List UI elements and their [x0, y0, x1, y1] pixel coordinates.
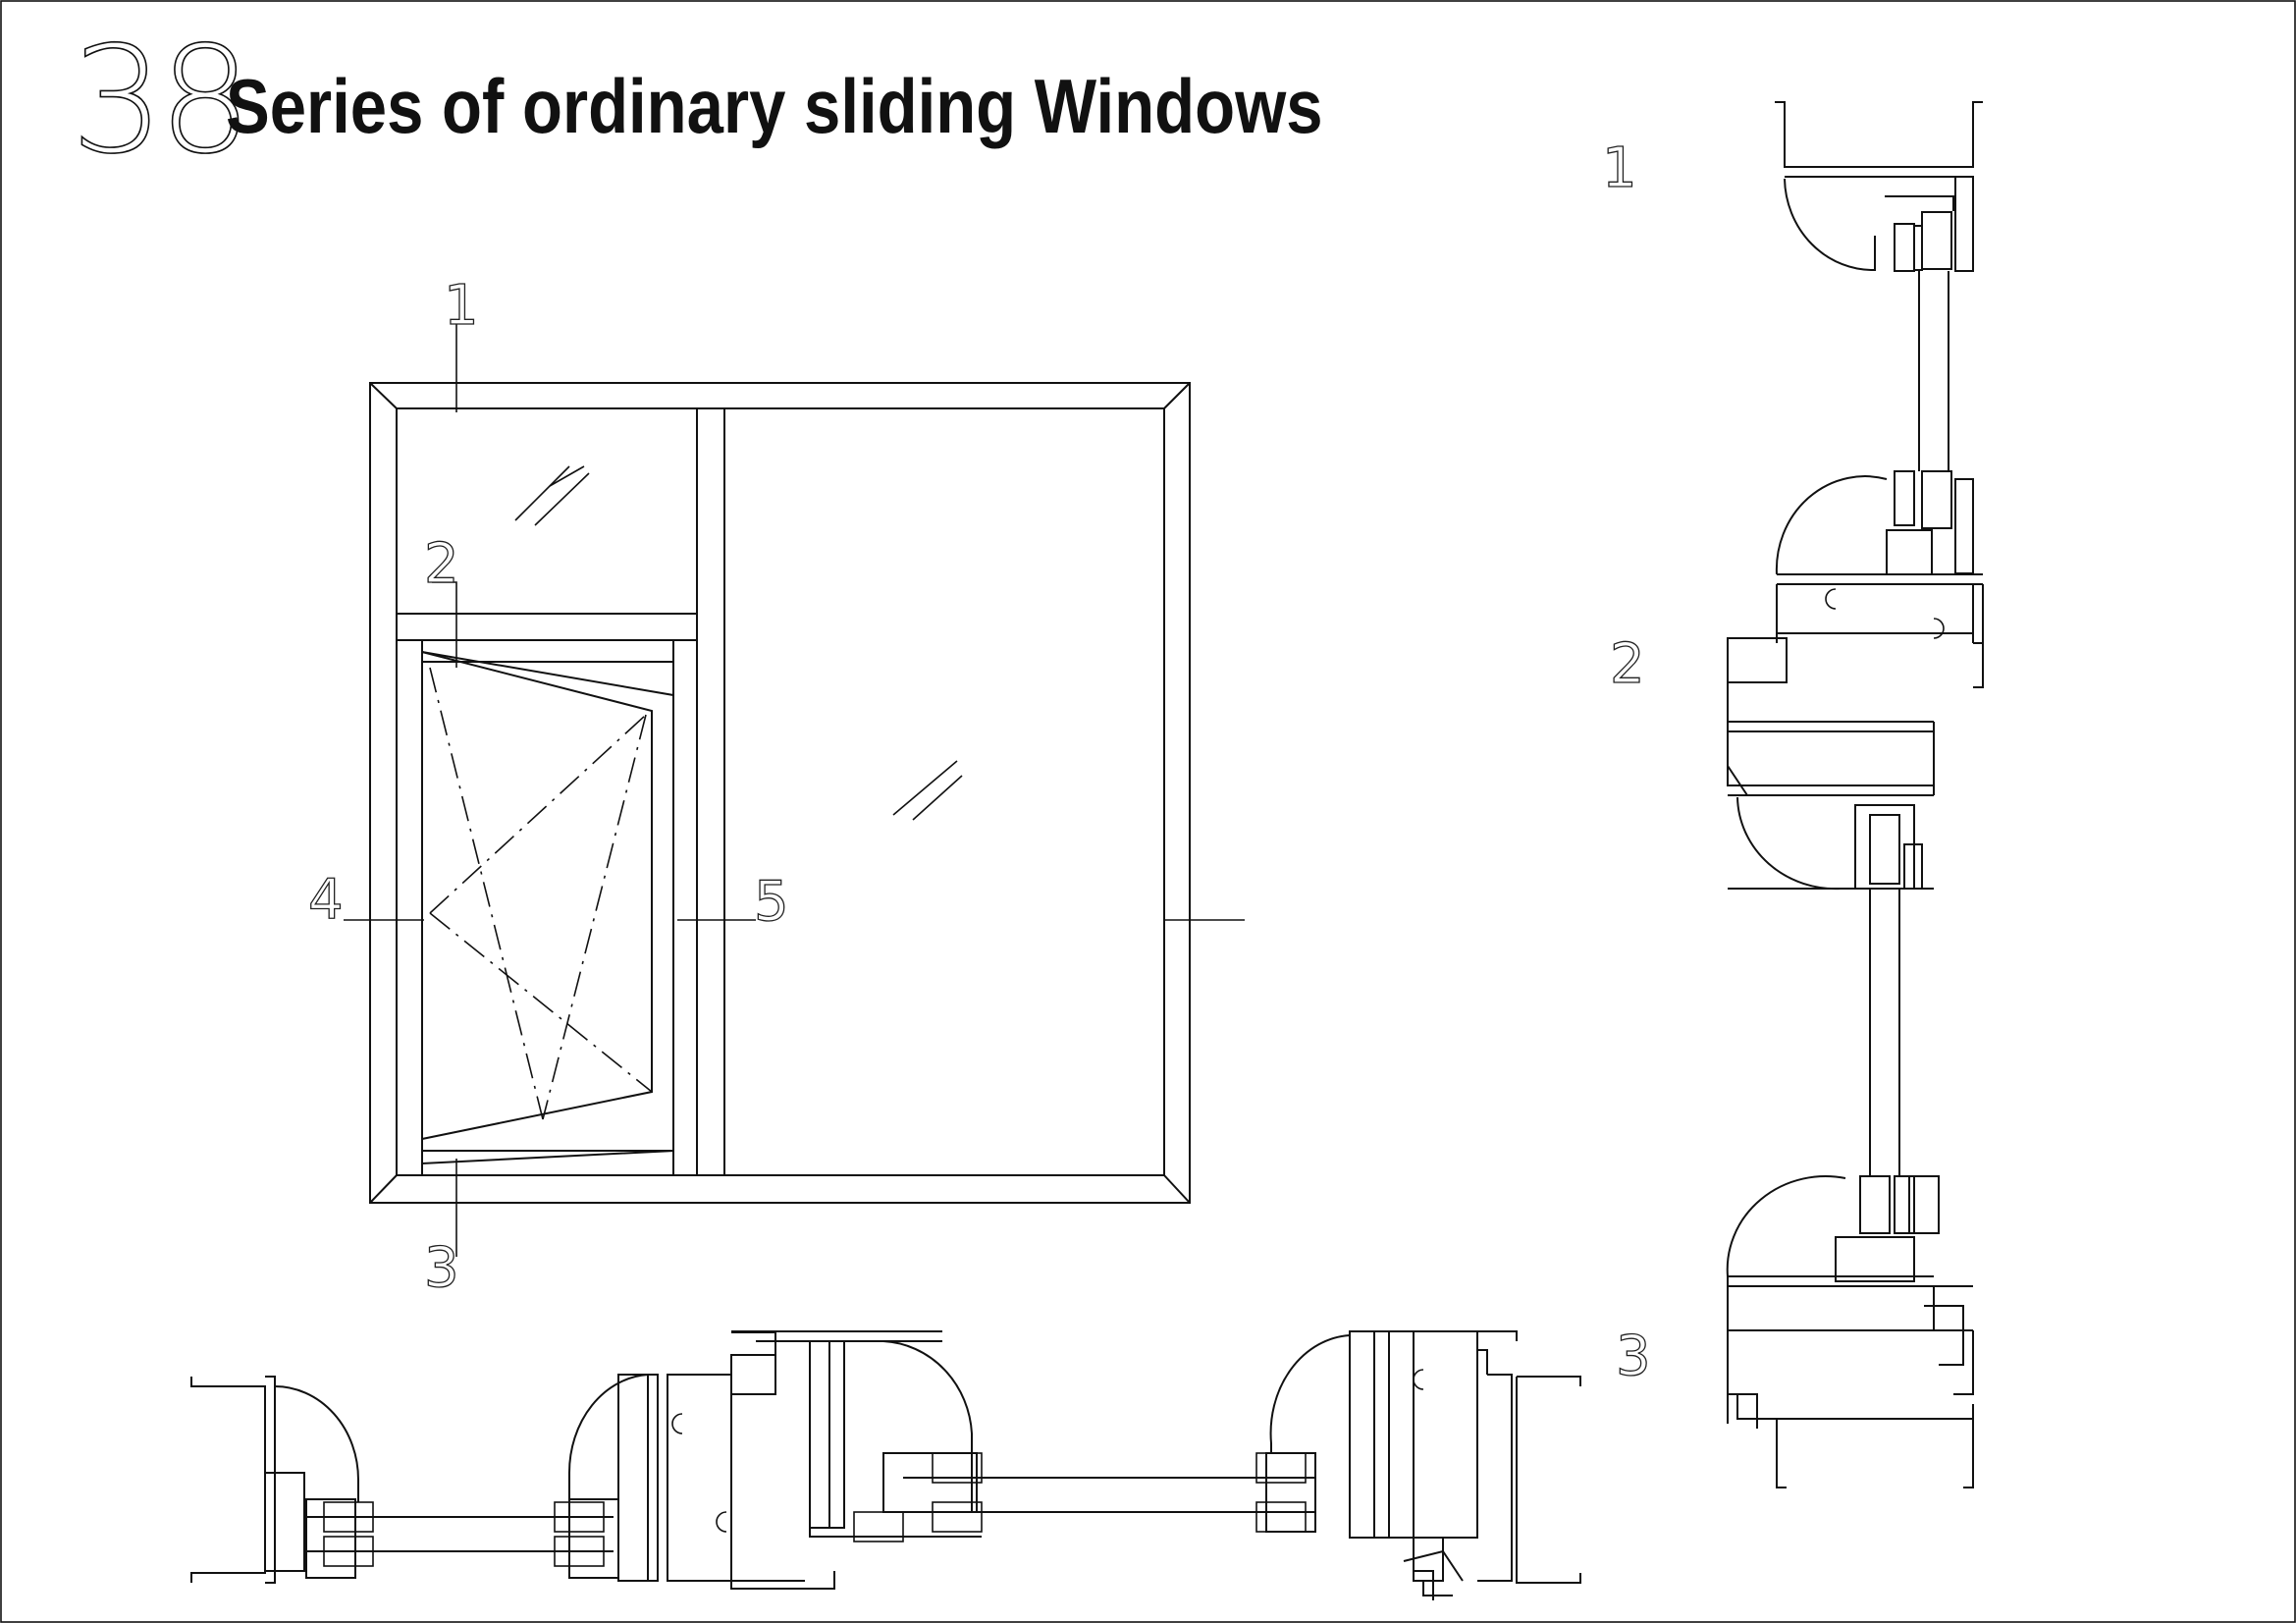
page-title: Series of ordinary sliding Windows — [226, 63, 1323, 149]
section-label-1: 1 — [1602, 136, 1637, 200]
series-number: 38 — [70, 16, 252, 187]
vertical-section: 1 2 3 — [1601, 101, 1984, 1488]
opened-sash — [421, 650, 674, 1165]
section-label-3: 3 — [1616, 1325, 1651, 1388]
inner-frame — [396, 407, 1165, 1176]
outer-frame — [369, 382, 1191, 1204]
glass-mark-right — [892, 760, 963, 821]
elevation-label-4: 4 — [308, 868, 344, 932]
opening-line-1 — [429, 667, 544, 1120]
opening-line-2 — [542, 714, 647, 1120]
opening-line-4 — [429, 912, 653, 1093]
elevation-label-5: 5 — [754, 870, 789, 934]
horizontal-section — [190, 1330, 1581, 1600]
glass-mark-top — [514, 465, 590, 526]
elevation-label-3: 3 — [424, 1236, 459, 1300]
casement-sash — [396, 639, 698, 1176]
window-elevation: 1 2 3 4 5 — [307, 273, 1245, 1301]
opening-line-3 — [429, 714, 647, 914]
elevation-label-1: 1 — [444, 274, 479, 338]
elevation-label-2: 2 — [424, 532, 459, 596]
section-label-2: 2 — [1610, 632, 1645, 696]
